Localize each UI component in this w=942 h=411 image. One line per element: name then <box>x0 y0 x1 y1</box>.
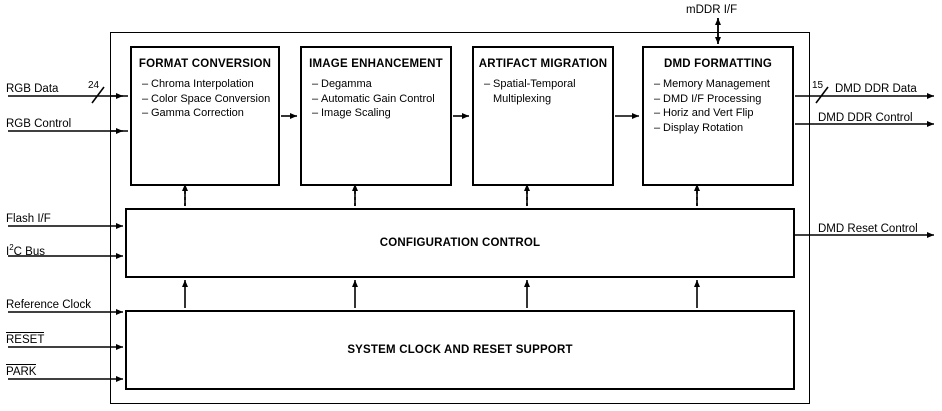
block-list-item: –Chroma Interpolation <box>142 78 254 90</box>
block-system-clock-reset-support: SYSTEM CLOCK AND RESET SUPPORT <box>125 310 795 390</box>
block-list-item: –Display Rotation <box>654 121 744 134</box>
block-item-list: –Chroma Interpolation –Color Space Conve… <box>142 77 278 121</box>
bus-width-dmd-ddr-data: 15 <box>812 80 824 91</box>
input-label-park: PARK <box>6 366 37 378</box>
block-list-item: –Spatial-Temporal <box>484 78 576 90</box>
input-label-i2c-bus: I2C Bus <box>6 243 45 258</box>
block-image-enhancement: IMAGE ENHANCEMENT –Degamma –Automatic Ga… <box>300 46 452 186</box>
input-label-rgb-data: RGB Data <box>6 83 59 95</box>
input-label-flash-if: Flash I/F <box>6 213 51 225</box>
block-list-item: –Gamma Correction <box>142 107 244 119</box>
block-title: CONFIGURATION CONTROL <box>379 237 541 249</box>
output-label-dmd-ddr-control: DMD DDR Control <box>818 112 913 124</box>
block-item-list: –Spatial-Temporal Multiplexing <box>484 77 612 106</box>
block-list-item: –Memory Management <box>654 78 770 90</box>
output-label-dmd-ddr-data: DMD DDR Data <box>835 83 917 95</box>
block-list-item: –DMD I/F Processing <box>654 92 762 105</box>
block-format-conversion: FORMAT CONVERSION –Chroma Interpolation … <box>130 46 280 186</box>
block-item-list: –Degamma –Automatic Gain Control –Image … <box>312 77 450 121</box>
block-configuration-control: CONFIGURATION CONTROL <box>125 208 795 278</box>
block-title: FORMAT CONVERSION <box>138 58 272 70</box>
block-list-item: –Image Scaling <box>312 107 391 119</box>
block-title: SYSTEM CLOCK AND RESET SUPPORT <box>347 344 573 356</box>
block-list-item: Multiplexing <box>493 92 552 105</box>
block-list-item: –Horiz and Vert Flip <box>654 107 754 119</box>
block-title: DMD FORMATTING <box>664 58 772 70</box>
block-title: ARTIFACT MIGRATION <box>478 58 608 70</box>
bus-width-rgb-data: 24 <box>88 80 100 91</box>
chip-boundary <box>110 32 810 404</box>
input-label-reference-clock: Reference Clock <box>6 299 92 311</box>
block-title: IMAGE ENHANCEMENT <box>309 58 443 70</box>
block-list-item: –Color Space Conversion <box>142 92 271 105</box>
block-list-item: –Degamma <box>312 78 372 90</box>
input-label-rgb-control: RGB Control <box>6 118 72 130</box>
block-artifact-migration: ARTIFACT MIGRATION –Spatial-Temporal Mul… <box>472 46 614 186</box>
block-dmd-formatting: DMD FORMATTING –Memory Management –DMD I… <box>642 46 794 186</box>
mddr-if-label: mDDR I/F <box>686 4 738 16</box>
block-item-list: –Memory Management –DMD I/F Processing –… <box>654 77 792 135</box>
output-label-dmd-reset-control: DMD Reset Control <box>818 223 918 235</box>
block-list-item: –Automatic Gain Control <box>312 92 435 105</box>
input-label-reset: RESET <box>6 334 45 346</box>
